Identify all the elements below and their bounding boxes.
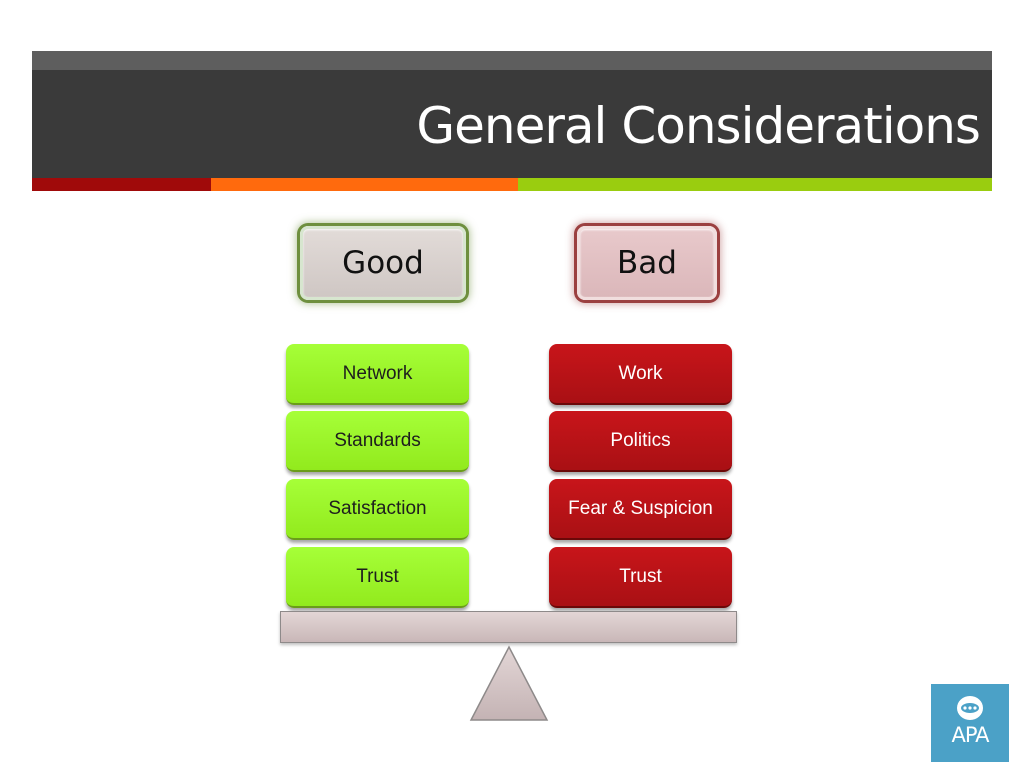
scale-beam [280,611,737,643]
bad-item-fear-suspicion: Fear & Suspicion [549,479,732,540]
bad-heading: Bad [577,226,717,300]
accent-bar-green [518,178,992,191]
good-item-network: Network [286,344,469,405]
apa-emblem-icon [957,696,983,720]
apa-logo: APA [931,684,1009,762]
bad-item-work: Work [549,344,732,405]
good-item-standards: Standards [286,411,469,472]
slide-title: General Considerations [416,97,981,155]
good-heading: Good [300,226,466,300]
scale-fulcrum [469,645,549,721]
accent-bar-red [32,178,211,191]
bad-item-trust: Trust [549,547,732,608]
bad-item-politics: Politics [549,411,732,472]
title-banner [32,70,992,178]
apa-logo-text: APA [951,723,989,747]
accent-bar-orange [211,178,518,191]
header-top-stripe [32,51,992,70]
good-item-trust: Trust [286,547,469,608]
good-item-satisfaction: Satisfaction [286,479,469,540]
